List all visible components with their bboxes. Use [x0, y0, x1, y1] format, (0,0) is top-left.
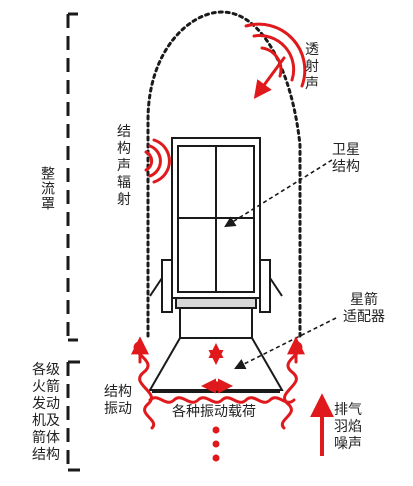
fairing-label: 整流罩: [39, 166, 55, 211]
fairing-bracket: [66, 12, 78, 342]
transmitted-noise-label: 透 射 声: [305, 42, 319, 92]
satellite-callout: [224, 159, 333, 228]
structural-vibration-label: 结构 振动: [104, 384, 132, 417]
stages-label: 各级 火箭 发动 机及 箭体 结构: [32, 362, 60, 463]
satellite-label: 卫星 结构: [332, 142, 360, 175]
vertical-load-arrow: [208, 343, 224, 365]
satellite-body: [149, 137, 283, 313]
exhaust-noise-label: 排气 羽焰 噪声: [334, 402, 362, 452]
stages-bracket: [66, 360, 80, 472]
fairing-outline: [146, 10, 302, 338]
structural-radiation-label: 结 构 声 辐 射: [117, 124, 131, 208]
adapter-callout: [233, 317, 337, 370]
horizontal-load-arrow: [201, 378, 233, 394]
vibration-loads-label: 各种振动载荷: [172, 404, 256, 420]
left-vibration-wave: [131, 336, 156, 430]
right-vibration-wave: [280, 336, 305, 430]
adapter-label: 星箭 适配器: [343, 292, 385, 325]
structural-radiation-waves: [144, 138, 171, 184]
transmitted-noise-waves: [244, 22, 307, 99]
base-vibration-wave: [148, 396, 296, 404]
load-dots: [212, 426, 220, 462]
